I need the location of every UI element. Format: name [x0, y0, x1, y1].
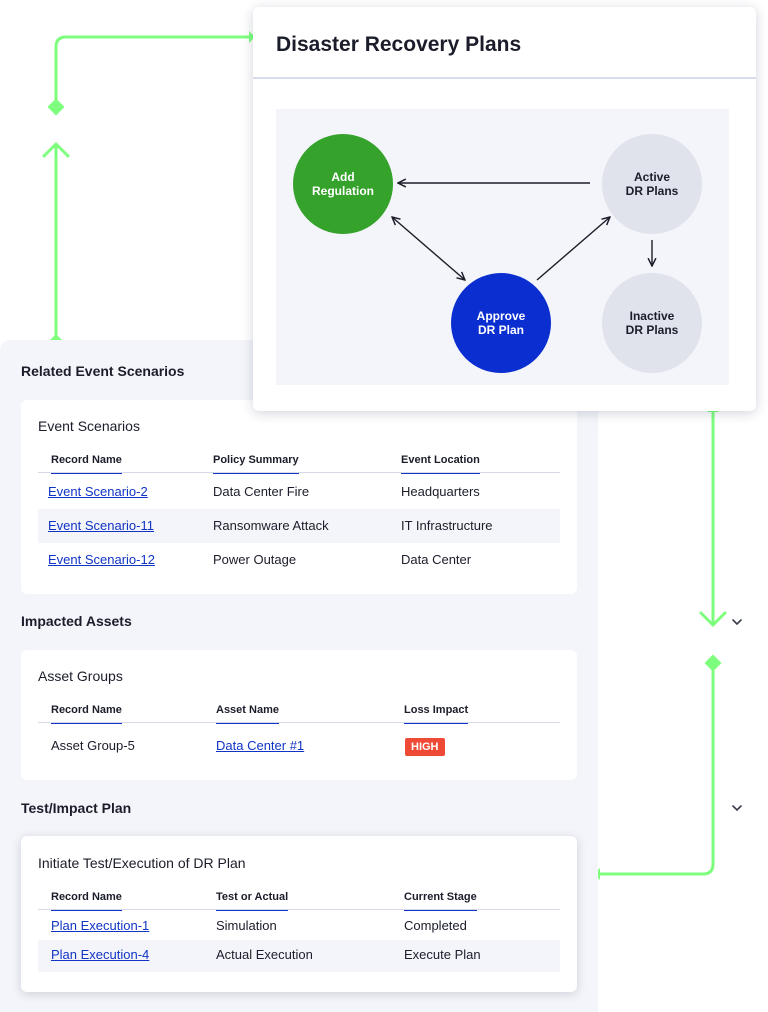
table-row[interactable]: Plan Execution-1 Simulation Completed	[38, 912, 560, 940]
approve-dr-plan-node[interactable]: Approve DR Plan	[451, 273, 551, 373]
column-header-asset-name[interactable]: Asset Name	[216, 704, 279, 724]
loss-impact-badge: HIGH	[405, 738, 445, 756]
column-header-policy-summary[interactable]: Policy Summary	[213, 454, 299, 474]
record-link[interactable]: Event Scenario-12	[48, 552, 155, 567]
policy-summary-cell: Power Outage	[213, 552, 297, 567]
policy-summary-cell: Ransomware Attack	[213, 518, 329, 533]
record-link[interactable]: Event Scenario-2	[48, 484, 148, 499]
column-header-record-name[interactable]: Record Name	[51, 454, 122, 474]
chevron-down-icon[interactable]	[732, 804, 742, 812]
disaster-recovery-plans-card: Disaster Recovery Plans Add Regulation A…	[253, 7, 756, 411]
policy-summary-cell: Data Center Fire	[213, 484, 310, 499]
column-header-current-stage[interactable]: Current Stage	[404, 891, 477, 911]
header-divider	[38, 722, 560, 723]
header-divider	[38, 909, 560, 910]
test-or-actual-cell: Actual Execution	[216, 947, 313, 962]
asset-link[interactable]: Data Center #1	[216, 738, 305, 753]
event-location-cell: Headquarters	[401, 484, 480, 499]
dr-plan-execution-title: Initiate Test/Execution of DR Plan	[38, 855, 246, 871]
table-row[interactable]: Event Scenario-11 Ransomware Attack IT I…	[38, 509, 560, 543]
column-header-test-or-actual[interactable]: Test or Actual	[216, 891, 289, 911]
record-link[interactable]: Event Scenario-11	[48, 518, 154, 533]
record-link[interactable]: Plan Execution-4	[51, 947, 150, 962]
dr-workflow-diagram: Add Regulation Active DR Plans Approve D…	[276, 109, 729, 385]
column-header-record-name[interactable]: Record Name	[51, 891, 122, 911]
record-link[interactable]: Plan Execution-1	[51, 918, 150, 933]
table-row[interactable]: Event Scenario-2 Data Center Fire Headqu…	[38, 475, 560, 509]
dr-plans-title: Disaster Recovery Plans	[276, 33, 522, 56]
column-header-record-name[interactable]: Record Name	[51, 704, 122, 724]
arrow-add-regulation-approve	[392, 217, 465, 280]
title-divider	[253, 77, 756, 79]
event-location-cell: Data Center	[401, 552, 472, 567]
add-regulation-node[interactable]: Add Regulation	[293, 134, 393, 234]
inactive-dr-plans-node[interactable]: Inactive DR Plans	[602, 273, 702, 373]
current-stage-cell: Execute Plan	[404, 947, 481, 962]
table-row[interactable]: Event Scenario-12 Power Outage Data Cent…	[38, 543, 560, 577]
asset-groups-card: Asset Groups Record Name Asset Name Loss…	[21, 650, 577, 780]
test-or-actual-cell: Simulation	[216, 918, 277, 933]
dr-plan-execution-card: Initiate Test/Execution of DR Plan Recor…	[21, 836, 577, 992]
event-scenarios-card: Event Scenarios Record Name Policy Summa…	[21, 400, 577, 594]
active-dr-plans-node[interactable]: Active DR Plans	[602, 134, 702, 234]
impacted-assets-heading[interactable]: Impacted Assets	[21, 613, 132, 629]
record-name-cell: Asset Group-5	[51, 738, 135, 753]
test-impact-plan-heading[interactable]: Test/Impact Plan	[21, 800, 132, 816]
table-row[interactable]: Asset Group-5 Data Center #1 HIGH	[38, 729, 560, 763]
chevron-down-icon[interactable]	[732, 618, 742, 626]
event-location-cell: IT Infrastructure	[401, 518, 493, 533]
current-stage-cell: Completed	[404, 918, 467, 933]
related-event-scenarios-heading: Related Event Scenarios	[21, 363, 185, 379]
event-scenarios-title: Event Scenarios	[38, 418, 140, 434]
column-header-event-location[interactable]: Event Location	[401, 454, 480, 474]
header-divider	[38, 472, 560, 473]
workflow-arrows	[276, 109, 729, 385]
arrow-approve-to-active	[536, 217, 610, 281]
asset-groups-title: Asset Groups	[38, 668, 123, 684]
column-header-loss-impact[interactable]: Loss Impact	[404, 704, 469, 724]
table-row[interactable]: Plan Execution-4 Actual Execution Execut…	[38, 940, 560, 972]
